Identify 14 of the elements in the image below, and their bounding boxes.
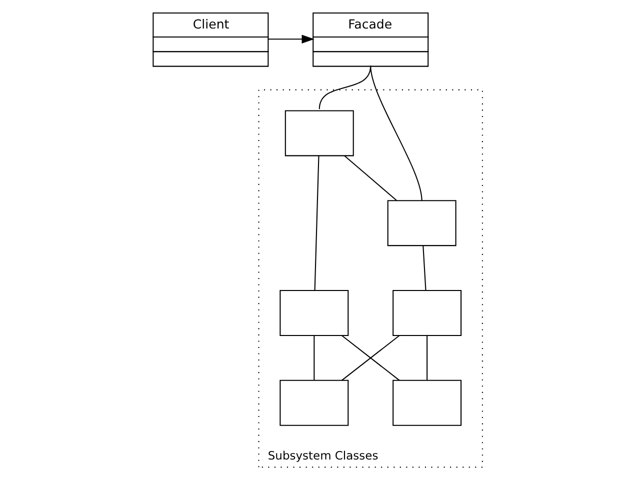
connector [344, 155, 396, 201]
connector [370, 66, 422, 201]
node-box [279, 380, 348, 426]
cluster: Subsystem Classes [258, 89, 482, 468]
node-box [392, 380, 462, 426]
connector [313, 336, 314, 380]
node-box [386, 200, 456, 246]
node-box [279, 290, 348, 336]
connector [426, 336, 428, 380]
connector [314, 156, 319, 290]
connector [422, 246, 426, 291]
node-box [284, 110, 354, 156]
node-box [392, 290, 462, 336]
arrow [268, 34, 314, 44]
